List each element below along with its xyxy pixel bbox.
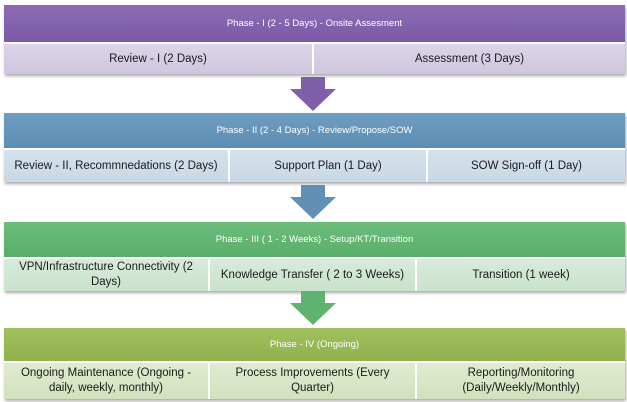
arrow-down-icon	[290, 185, 336, 219]
phase-2-steps: Review - II, Recommnedations (2 Days) Su…	[4, 148, 625, 182]
phase-1-step-assessment: Assessment (3 Days)	[314, 42, 625, 74]
phase-3-title: Phase - III ( 1 - 2 Weeks) - Setup/KT/Tr…	[4, 222, 625, 257]
arrow-down-icon	[290, 77, 336, 111]
phase-1-step-review: Review - I (2 Days)	[4, 42, 314, 74]
phase-3-block: Phase - III ( 1 - 2 Weeks) - Setup/KT/Tr…	[4, 222, 625, 291]
phase-2-title: Phase - II (2 - 4 Days) - Review/Propose…	[4, 113, 625, 148]
phase-1-block: Phase - I (2 - 5 Days) - Onsite Assesmen…	[4, 5, 625, 74]
phase-2-step-support-plan: Support Plan (1 Day)	[230, 148, 428, 182]
phase-2-step-sow-signoff: SOW Sign-off (1 Day)	[428, 148, 625, 182]
arrow-down-icon	[290, 291, 336, 325]
phase-1-steps: Review - I (2 Days) Assessment (3 Days)	[4, 42, 625, 74]
phase-4-title: Phase - IV (Ongoing)	[4, 328, 625, 361]
phase-2-step-recommendations: Review - II, Recommnedations (2 Days)	[4, 148, 230, 182]
phase-3-step-knowledge-transfer: Knowledge Transfer ( 2 to 3 Weeks)	[210, 257, 417, 291]
phase-3-steps: VPN/Infrastructure Connectivity (2 Days)…	[4, 257, 625, 291]
phase-1-title: Phase - I (2 - 5 Days) - Onsite Assesmen…	[4, 5, 625, 42]
phase-4-steps: Ongoing Maintenance (Ongoing - daily, we…	[4, 361, 625, 399]
phase-3-step-vpn: VPN/Infrastructure Connectivity (2 Days)	[4, 257, 210, 291]
phase-2-block: Phase - II (2 - 4 Days) - Review/Propose…	[4, 113, 625, 182]
phase-4-step-process-improvements: Process Improvements (Every Quarter)	[210, 361, 417, 399]
phase-3-step-transition: Transition (1 week)	[417, 257, 625, 291]
phase-4-block: Phase - IV (Ongoing) Ongoing Maintenance…	[4, 328, 625, 399]
phase-4-step-maintenance: Ongoing Maintenance (Ongoing - daily, we…	[4, 361, 210, 399]
phase-4-step-reporting: Reporting/Monitoring (Daily/Weekly/Month…	[417, 361, 625, 399]
